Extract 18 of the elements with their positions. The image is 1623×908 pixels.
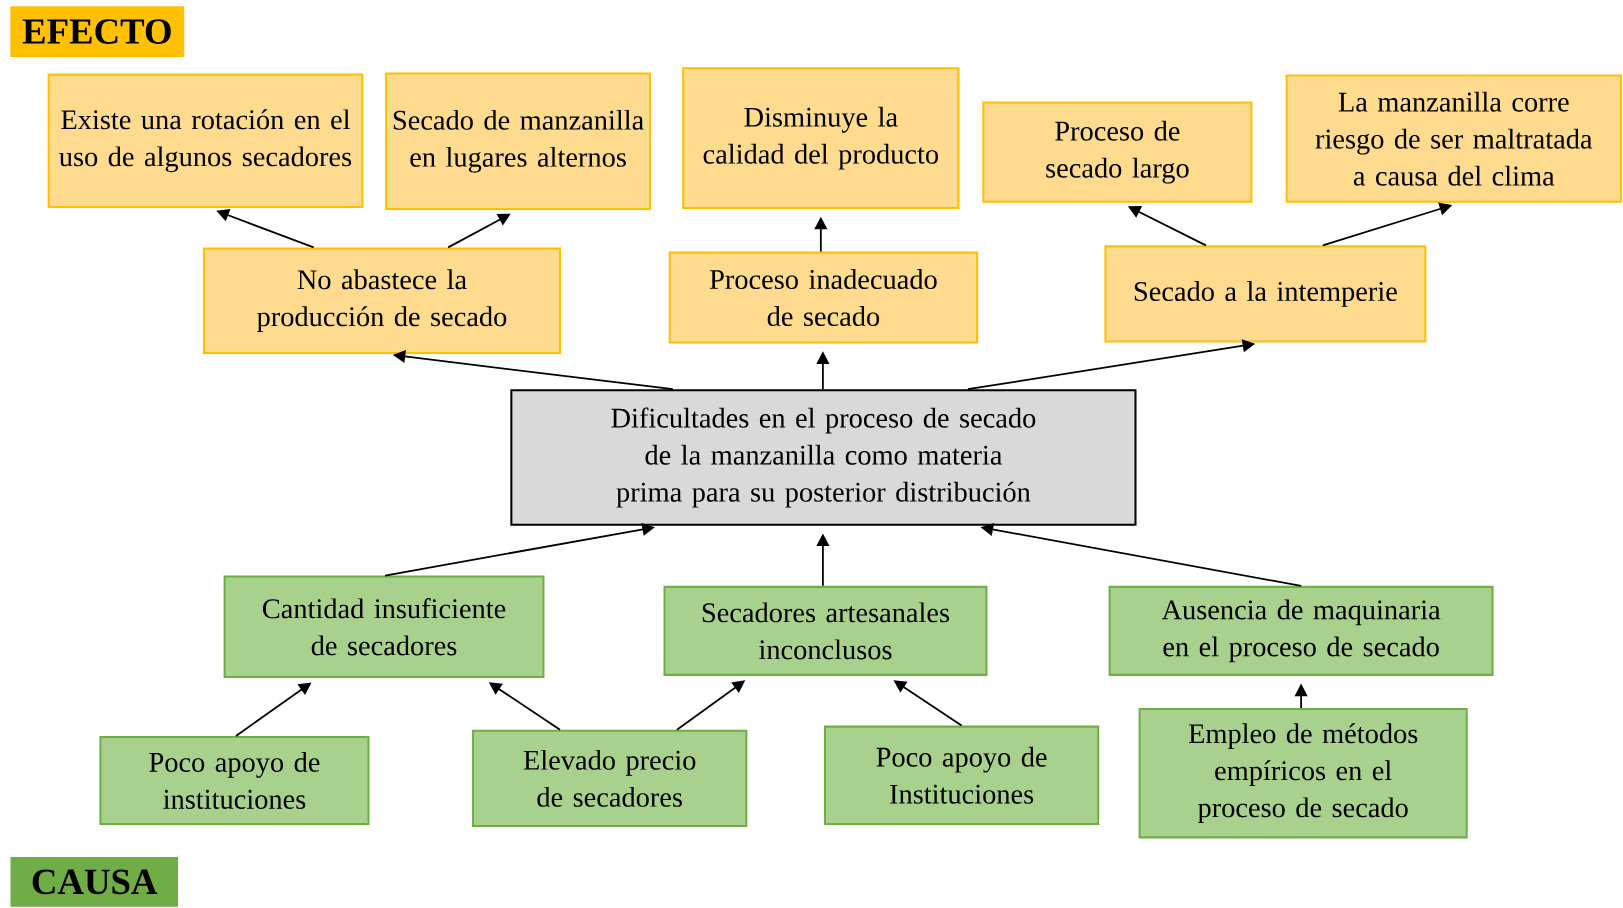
section-heading: CAUSA xyxy=(10,857,179,907)
process-box: Empleo de métodos empíricos en el proceso de secado xyxy=(1138,708,1468,839)
process-box: Proceso de secado largo xyxy=(982,101,1253,203)
problem-box: Dificultades en el proceso de secado de la manzanilla como materia prima para su posterior distribución xyxy=(510,389,1137,526)
process-box: Secadores artesanales inconclusos xyxy=(663,586,988,676)
process-box: Proceso inadecuado de secado xyxy=(668,251,979,344)
process-box: No abastece la producción de secado xyxy=(202,247,561,355)
process-box: Elevado precio de secadores xyxy=(472,729,748,828)
process-box: Disminuye la calidad del producto xyxy=(682,67,960,210)
process-box: Cantidad insuficiente de secadores xyxy=(223,575,545,679)
process-box: Existe una rotación en el uso de algunos secadores xyxy=(47,73,364,209)
process-box: Poco apoyo de instituciones xyxy=(99,736,370,826)
process-box: Secado a la intemperie xyxy=(1104,245,1427,343)
process-box: Ausencia de maquinaria en el proceso de secado xyxy=(1108,586,1494,676)
process-box: Poco apoyo de Instituciones xyxy=(823,725,1100,826)
process-box: Secado de manzanilla en lugares alternos xyxy=(385,72,652,211)
section-heading: EFECTO xyxy=(10,6,185,58)
process-box: La manzanilla corre riesgo de ser maltratada a causa del clima xyxy=(1285,74,1622,203)
